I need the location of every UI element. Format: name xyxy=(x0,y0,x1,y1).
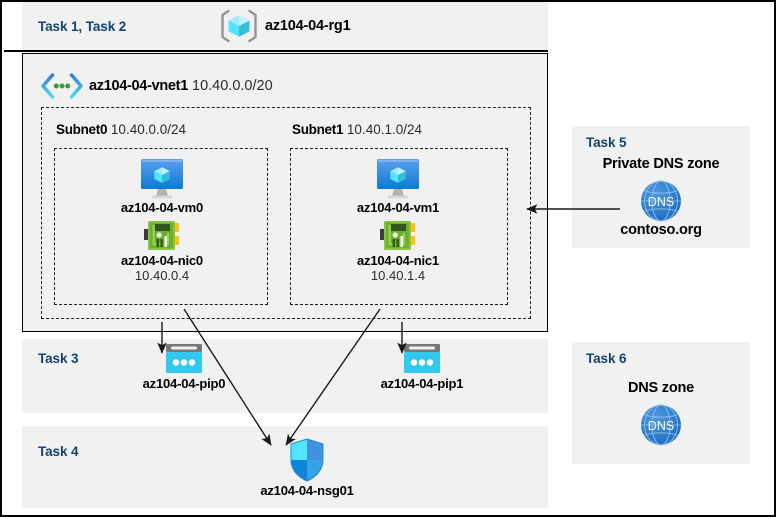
vm1-name: az104-04-vm1 xyxy=(356,200,440,215)
public-ip-address-icon xyxy=(166,344,202,373)
subnet1-name: Subnet1 xyxy=(292,122,344,137)
resource-group-icon-glyph xyxy=(221,9,257,43)
resource-group-icon xyxy=(219,8,259,44)
vm0-node: az104-04-vm0 xyxy=(115,157,209,215)
panel-task-4: Task 4 az104-04-nsg01 xyxy=(22,426,548,508)
virtual-machine-icon xyxy=(141,159,183,199)
task-label-5: Task 5 xyxy=(586,135,627,150)
dns-zone-icon-glyph: DNS xyxy=(641,180,681,222)
nic1-ip: 10.40.1.4 xyxy=(370,268,426,283)
nsg-node: az104-04-nsg01 xyxy=(237,438,377,498)
task-label-3: Task 3 xyxy=(38,351,79,366)
nic1-name: az104-04-nic1 xyxy=(357,253,439,268)
vnet-left-margin xyxy=(4,53,22,332)
top-strip-divider xyxy=(4,50,548,52)
svg-text:DNS: DNS xyxy=(648,419,674,433)
pip0-name: az104-04-pip0 xyxy=(142,376,226,391)
virtual-machine-icon xyxy=(377,159,419,199)
pip1-name: az104-04-pip1 xyxy=(380,376,464,391)
nic0-ip: 10.40.0.4 xyxy=(134,268,190,283)
nic0-name: az104-04-nic0 xyxy=(121,253,203,268)
pip0-node: az104-04-pip0 xyxy=(124,343,244,391)
public-ip-address-icon xyxy=(404,344,440,373)
subnet1-title: Subnet1 10.40.1.0/24 xyxy=(292,122,422,137)
vnet-address-space: 10.40.0.0/20 xyxy=(192,78,273,94)
nsg-name: az104-04-nsg01 xyxy=(260,483,354,498)
vnet-container: az104-04-vnet1 10.40.0.0/20 Subnet0 10.4… xyxy=(22,53,548,332)
task-label-4: Task 4 xyxy=(38,444,79,459)
vm0-name: az104-04-vm0 xyxy=(120,200,204,215)
subnets-outer-boundary: Subnet0 10.40.0.0/24 Subnet1 10.40.1.0/2… xyxy=(41,107,531,319)
network-security-group-icon xyxy=(290,438,324,482)
panel-task-3: Task 3 az104-04-pip0 az104-04-pip1 xyxy=(22,339,548,413)
task-label-6: Task 6 xyxy=(586,351,627,366)
pip1-node: az104-04-pip1 xyxy=(362,343,482,391)
panel-task-6: Task 6 DNS zone DNS xyxy=(572,342,750,464)
private-dns-zone-name: contoso.org xyxy=(620,222,702,238)
vnet-name: az104-04-vnet1 xyxy=(89,78,188,94)
virtual-network-icon-glyph xyxy=(41,73,83,99)
subnet1-boundary: az104-04-vm1 xyxy=(290,148,508,305)
private-dns-zone-heading: Private DNS zone xyxy=(602,156,720,172)
subnet0-name: Subnet0 xyxy=(56,122,108,137)
subnet0-boundary: az104-04-vm0 xyxy=(54,148,268,305)
dns-zone-icon: DNS xyxy=(638,402,684,448)
network-interface-icon xyxy=(380,221,415,250)
subnet1-cidr: 10.40.1.0/24 xyxy=(346,122,422,137)
virtual-network-icon xyxy=(40,73,84,99)
dns-zone-icon: DNS xyxy=(638,178,684,224)
vm1-node: az104-04-vm1 xyxy=(351,157,445,215)
dns-zone-heading: DNS zone xyxy=(627,380,695,396)
panel-task-1-2: Task 1, Task 2 az104-04-rg1 xyxy=(22,2,548,50)
network-interface-icon xyxy=(144,221,179,250)
subnet0-title: Subnet0 10.40.0.0/24 xyxy=(56,122,186,137)
dns-zone-icon-glyph: DNS xyxy=(641,404,681,446)
svg-text:DNS: DNS xyxy=(648,195,674,209)
panel-task-5: Task 5 Private DNS zone DNS xyxy=(572,126,750,248)
vnet-title: az104-04-vnet1 10.40.0.0/20 xyxy=(89,78,273,94)
task-label-1-2: Task 1, Task 2 xyxy=(38,19,127,34)
resource-group-name: az104-04-rg1 xyxy=(265,18,351,34)
nic1-node: az104-04-nic1 10.40.1.4 xyxy=(351,220,445,283)
subnet0-cidr: 10.40.0.0/24 xyxy=(110,122,186,137)
nic0-node: az104-04-nic0 10.40.0.4 xyxy=(115,220,209,283)
